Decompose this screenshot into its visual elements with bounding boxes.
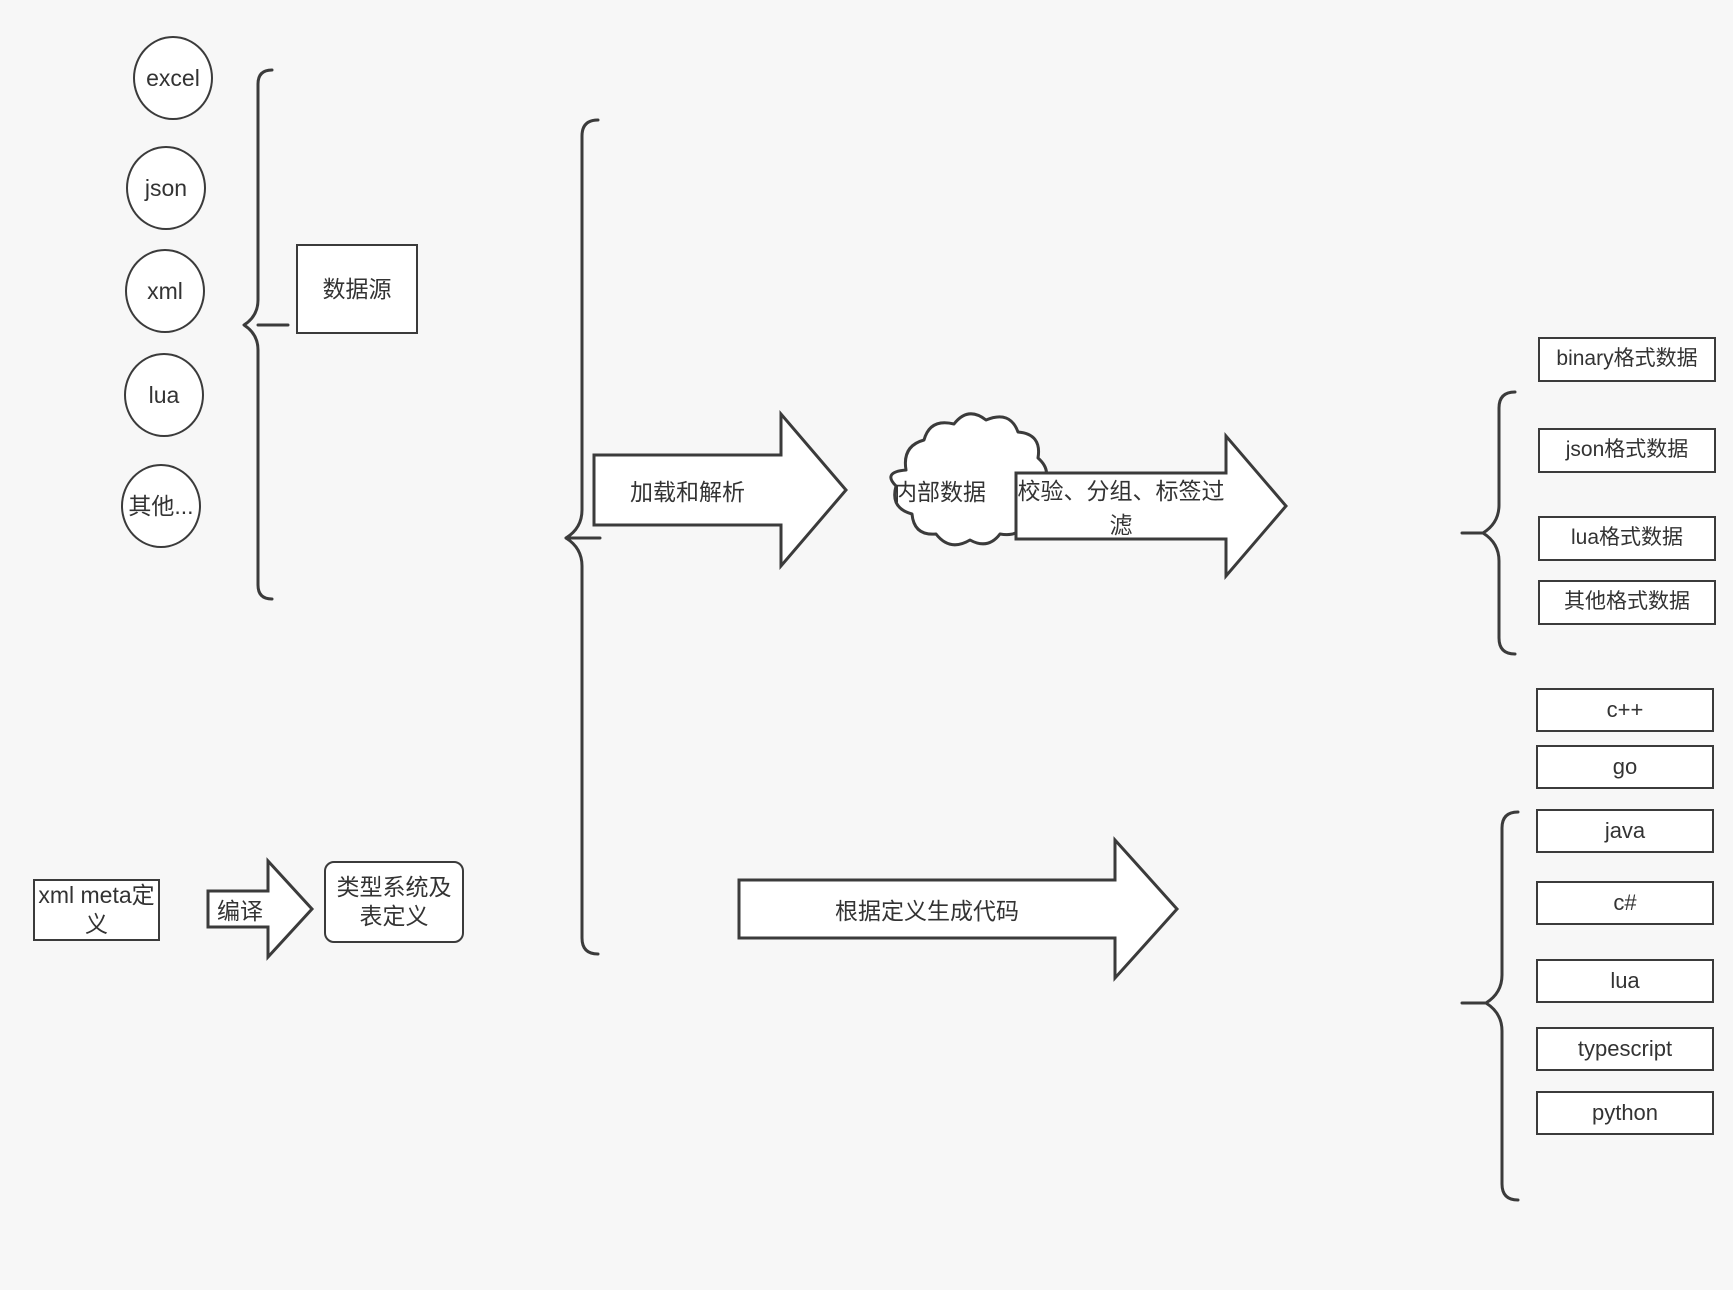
arrow-generate-code (737, 836, 1180, 982)
data-source-other-label: 其他... (128, 492, 194, 519)
output-language-lua[interactable]: lua (1536, 959, 1714, 1003)
output-language-csharp[interactable]: c# (1536, 881, 1714, 925)
arrow-load-parse (592, 409, 848, 571)
output-language-java-label: java (1604, 818, 1646, 844)
brace-output-formats (1481, 390, 1517, 656)
output-language-csharp-label: c# (1613, 890, 1637, 916)
brace-output-languages (1484, 810, 1520, 1202)
output-format-binary-label: binary格式数据 (1556, 347, 1698, 371)
xml-meta-definition-label: xml meta定义 (38, 882, 155, 937)
cloud-internal-data (889, 412, 1048, 547)
output-format-other-label: 其他格式数据 (1564, 590, 1690, 614)
generate-code-arrow-label: 根据定义生成代码 (835, 898, 1019, 924)
data-source-other[interactable]: 其他... (121, 464, 201, 548)
type-system-box[interactable]: 类型系统及表定义 (324, 861, 464, 943)
output-language-java[interactable]: java (1536, 809, 1714, 853)
output-language-lua-label: lua (1610, 968, 1640, 994)
output-language-go[interactable]: go (1536, 745, 1714, 789)
output-language-python[interactable]: python (1536, 1091, 1714, 1135)
arrow-compile (206, 857, 315, 961)
brace-pipeline-input (564, 118, 600, 956)
data-source-xml-label: xml (147, 277, 183, 304)
data-source-group-box[interactable]: 数据源 (296, 244, 418, 334)
type-system-label: 类型系统及表定义 (336, 874, 452, 929)
data-source-lua[interactable]: lua (124, 353, 204, 437)
load-parse-arrow-label-wrap: 加载和解析 (594, 455, 781, 525)
cloud-internal-data-label: 内部数据 (894, 479, 986, 505)
output-language-cpp-label: c++ (1606, 697, 1644, 723)
data-source-json-label: json (144, 174, 188, 201)
load-parse-arrow-label: 加载和解析 (630, 479, 745, 505)
filter-arrow-label-wrap: 校验、分组、标签过滤 (1016, 473, 1226, 539)
output-language-go-label: go (1612, 754, 1638, 780)
output-format-binary[interactable]: binary格式数据 (1538, 337, 1716, 382)
output-format-json-label: json格式数据 (1565, 438, 1689, 462)
output-format-lua-label: lua格式数据 (1570, 526, 1684, 550)
filter-arrow-label: 校验、分组、标签过滤 (1017, 478, 1225, 538)
output-language-typescript-label: typescript (1577, 1036, 1673, 1062)
output-format-lua[interactable]: lua格式数据 (1538, 516, 1716, 561)
output-format-json[interactable]: json格式数据 (1538, 428, 1716, 473)
data-source-xml[interactable]: xml (125, 249, 205, 333)
cloud-internal-data-label-wrap: 内部数据 (890, 460, 990, 520)
output-language-cpp[interactable]: c++ (1536, 688, 1714, 732)
data-source-json[interactable]: json (126, 146, 206, 230)
data-source-group-label: 数据源 (322, 275, 392, 302)
data-source-lua-label: lua (148, 381, 180, 408)
compile-arrow-label-wrap: 编译 (208, 891, 272, 927)
xml-meta-definition-box[interactable]: xml meta定义 (33, 879, 160, 941)
arrow-validate-group-filter (1014, 431, 1288, 581)
generate-code-arrow-label-wrap: 根据定义生成代码 (739, 880, 1115, 938)
data-source-excel-label: excel (146, 64, 200, 91)
data-source-excel[interactable]: excel (133, 36, 213, 120)
output-language-python-label: python (1591, 1100, 1659, 1126)
output-format-other[interactable]: 其他格式数据 (1538, 580, 1716, 625)
output-language-typescript[interactable]: typescript (1536, 1027, 1714, 1071)
brace-data-sources (242, 68, 274, 601)
compile-arrow-label: 编译 (217, 898, 263, 924)
